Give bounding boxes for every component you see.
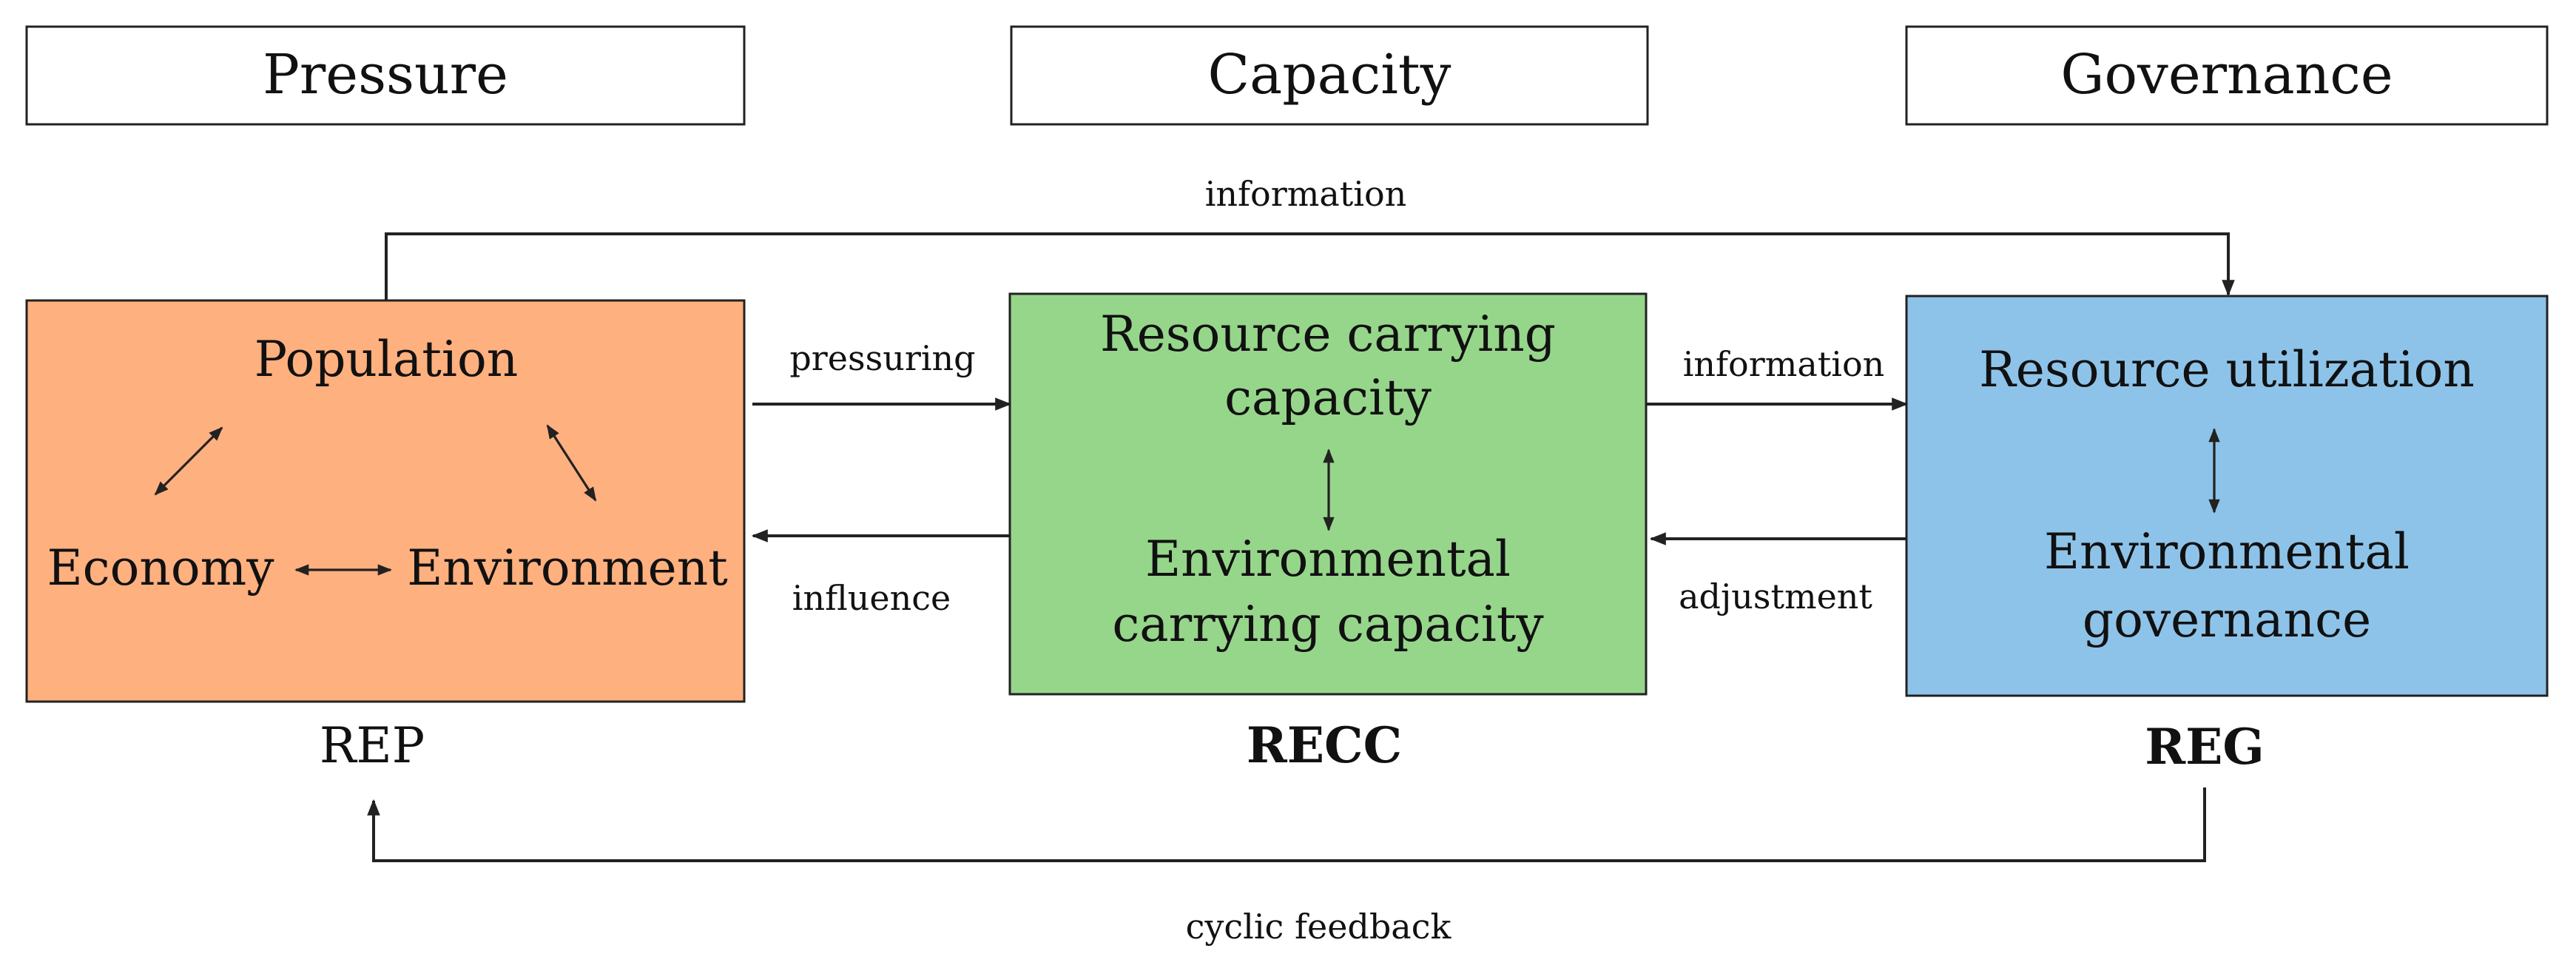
rep-box: Population Economy Environment [25, 299, 746, 703]
header-capacity-label: Capacity [1208, 43, 1451, 107]
information-top-arrow [385, 232, 2235, 300]
resource-utilization-label: Resource utilization [1979, 341, 2475, 398]
recc-box: Resource carrying capacity Environmental… [1008, 292, 1648, 696]
cyclic-feedback-arrow [367, 787, 2206, 862]
header-pressure-label: Pressure [263, 43, 508, 107]
information-right-label: information [1683, 344, 1885, 384]
environmental-carrying-label-2: carrying capacity [1112, 596, 1544, 653]
rep-code: REP [320, 717, 425, 774]
population-label: Population [254, 331, 519, 388]
resource-carrying-label: Resource carrying [1100, 306, 1556, 363]
resource-carrying-label-2: capacity [1224, 369, 1432, 426]
population-economy-arrow [154, 426, 223, 496]
reg-box: Resource utilization Environmental gover… [1905, 295, 2549, 697]
header-governance: Governance [1905, 25, 2549, 126]
pressuring-label: pressuring [789, 338, 975, 378]
influence-label: influence [792, 578, 951, 618]
environment-label: Environment [407, 540, 728, 597]
environmental-carrying-label: Environmental [1145, 531, 1511, 588]
header-pressure: Pressure [25, 25, 746, 126]
population-environment-arrow [546, 424, 597, 502]
reg-code: REG [2145, 718, 2265, 776]
adjustment-label: adjustment [1679, 577, 1872, 616]
header-governance-label: Governance [2060, 43, 2393, 107]
environmental-governance-label-2: governance [2083, 591, 2371, 648]
information-top-label: information [1205, 174, 1407, 214]
cyclic-feedback-label: cyclic feedback [1186, 907, 1452, 947]
economy-label: Economy [47, 540, 275, 597]
header-capacity: Capacity [1010, 25, 1649, 126]
environmental-governance-label: Environmental [2044, 523, 2410, 580]
recc-code: RECC [1247, 716, 1402, 774]
